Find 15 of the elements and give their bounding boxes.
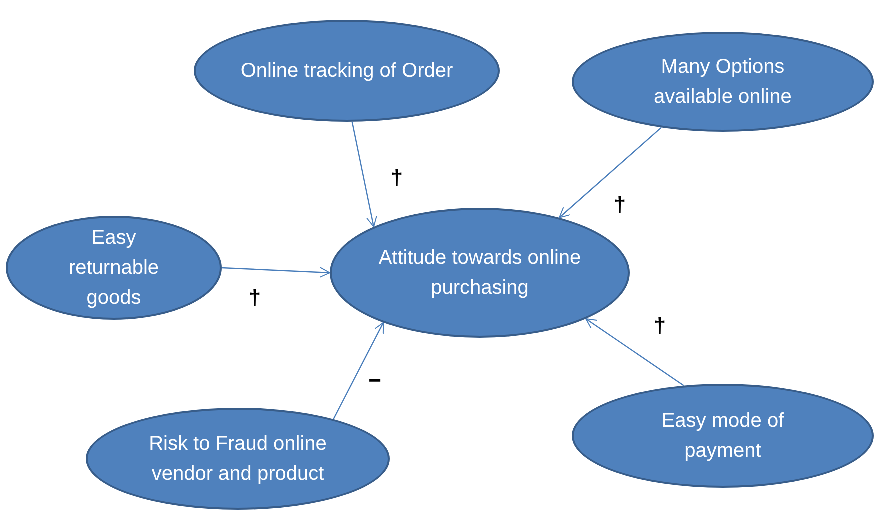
node-label: Attitude towards online purchasing [378, 246, 582, 301]
arrow [333, 322, 384, 420]
node-label: Many Options available online [653, 55, 793, 110]
arrow [559, 127, 662, 218]
edge-label: † [248, 287, 262, 309]
edge-label: † [390, 167, 404, 189]
arrow [222, 267, 330, 278]
node-label: Risk to Fraud online vendor and product [148, 432, 328, 487]
arrow [586, 318, 684, 386]
node-label: Easy returnable goods [68, 226, 160, 311]
arrow [352, 122, 378, 228]
edge-label: † [654, 315, 666, 337]
node-label: Easy mode of payment [660, 409, 786, 464]
node-label: Online tracking of Order [240, 59, 454, 84]
edge-label: † [614, 194, 626, 216]
